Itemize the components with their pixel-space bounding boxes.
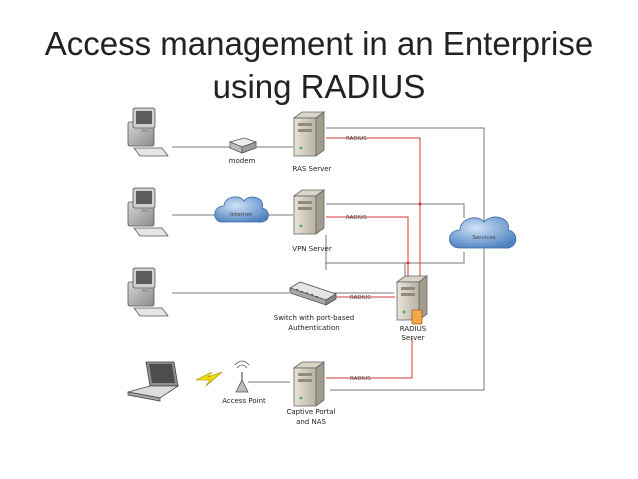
- access-point-icon: [234, 360, 250, 393]
- radius-server-icon: [396, 275, 428, 325]
- captive-portal-server-icon: [293, 361, 325, 407]
- radius-links: [326, 137, 421, 379]
- services-cloud-icon: [449, 216, 517, 249]
- title-line-1: Access management in an Enterprise: [44, 25, 594, 62]
- switch-icon: [289, 281, 337, 306]
- modem-label: modem: [229, 157, 256, 165]
- ras-server-label: RAS Server: [293, 165, 332, 173]
- workstation-2-icon: [127, 187, 169, 237]
- radius-server-label-line-2: Server: [402, 334, 425, 342]
- services-label: Services: [472, 235, 495, 241]
- laptop-icon: [127, 361, 180, 402]
- workstation-1-icon: [127, 107, 169, 157]
- vpn-server-icon: [293, 189, 325, 235]
- radius-link-label-switch: RADIUS: [350, 295, 371, 301]
- radius-server-label-line-1: RADIUS: [400, 325, 427, 333]
- title-line-2: using RADIUS: [212, 68, 426, 105]
- captive-portal-label-line-1: Captive Portal: [286, 408, 335, 416]
- internet-label: Internet: [230, 212, 253, 218]
- radius-link-label-captive: RADIUS: [350, 376, 371, 382]
- vpn-server-label: VPN Server: [292, 245, 332, 253]
- switch-label-line-2: Authentication: [288, 324, 339, 332]
- slide-title: Access management in an Enterprise using…: [0, 22, 638, 108]
- radius-link-label-vpn: RADIUS: [346, 215, 367, 221]
- captive-portal-label-line-2: and NAS: [296, 418, 326, 426]
- radius-link-label-ras: RADIUS: [346, 136, 367, 142]
- switch-label-line-1: Switch with port-based: [274, 314, 354, 322]
- ras-server-icon: [293, 111, 325, 157]
- internet-cloud-icon: [214, 196, 269, 223]
- modem-icon: [228, 137, 258, 154]
- workstation-3-icon: [127, 267, 169, 317]
- access-point-label: Access Point: [222, 397, 266, 405]
- wireless-lightning-icon: [195, 371, 223, 387]
